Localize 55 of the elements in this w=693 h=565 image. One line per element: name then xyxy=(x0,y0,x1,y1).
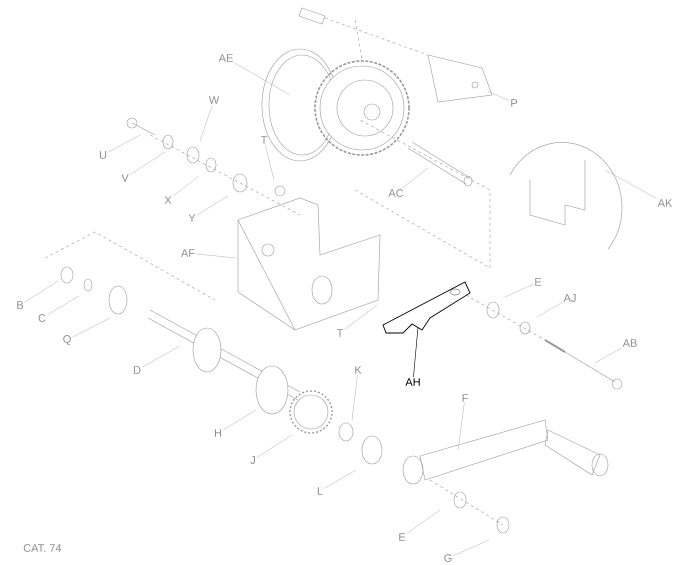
callout-letter: E xyxy=(535,278,542,286)
callout-letter: P xyxy=(511,99,518,107)
leader-line xyxy=(234,62,290,96)
callout-letter: E xyxy=(399,533,406,541)
callout-letter: K xyxy=(355,366,362,374)
callout-letter: D xyxy=(134,366,140,374)
leader-line xyxy=(108,134,140,152)
callout-letter: AK xyxy=(658,199,672,207)
callout-letter: Y xyxy=(188,214,196,222)
callout-letter: Q xyxy=(63,335,71,345)
leader-line xyxy=(72,318,110,338)
leader-line xyxy=(413,326,418,378)
leader-line xyxy=(265,144,274,180)
leader-line xyxy=(402,168,428,188)
leader-line xyxy=(256,434,292,458)
callout-letter: L xyxy=(318,487,323,495)
leader-line xyxy=(196,254,236,258)
leader-line xyxy=(196,196,228,216)
leader-line xyxy=(172,176,200,196)
leader-line xyxy=(344,304,378,330)
leader-line xyxy=(200,104,212,142)
leader-line xyxy=(406,510,440,534)
callout-letter: V xyxy=(121,174,129,182)
callout-letter: X xyxy=(164,196,172,204)
leader-line xyxy=(130,152,166,176)
callout-letter: J xyxy=(250,456,255,464)
callout-letter: B xyxy=(17,301,24,309)
leader-line xyxy=(488,90,510,101)
leader-line xyxy=(594,348,622,364)
callout-letter: G xyxy=(444,554,452,562)
leader-line xyxy=(24,280,58,302)
callout-letter: C xyxy=(38,314,46,322)
callout-letter: U xyxy=(100,151,106,159)
leader-line xyxy=(536,302,563,318)
callout-letter: AJ xyxy=(564,294,576,302)
callout-letter: W xyxy=(208,96,220,104)
callout-letter: AE xyxy=(218,54,233,62)
leader-line xyxy=(504,284,534,298)
leader-line xyxy=(604,170,657,198)
callout-letter: T xyxy=(336,329,344,337)
leader-line xyxy=(352,374,358,420)
catalog-note: CAT. 74 xyxy=(24,544,62,552)
callout-letter: AF xyxy=(181,249,195,257)
callout-letter: AB xyxy=(622,339,637,347)
leader-line xyxy=(324,470,356,489)
leader-line xyxy=(453,540,490,556)
callout-letter: F xyxy=(462,394,468,402)
leader-line xyxy=(458,402,465,450)
callout-letter: AC xyxy=(388,189,404,197)
leader-line xyxy=(142,346,180,368)
callout-letter: AH xyxy=(405,378,420,386)
callout-letter: H xyxy=(214,429,222,437)
leader-line xyxy=(222,410,256,430)
callout-letter: T xyxy=(260,136,268,144)
leader-line xyxy=(46,296,80,316)
